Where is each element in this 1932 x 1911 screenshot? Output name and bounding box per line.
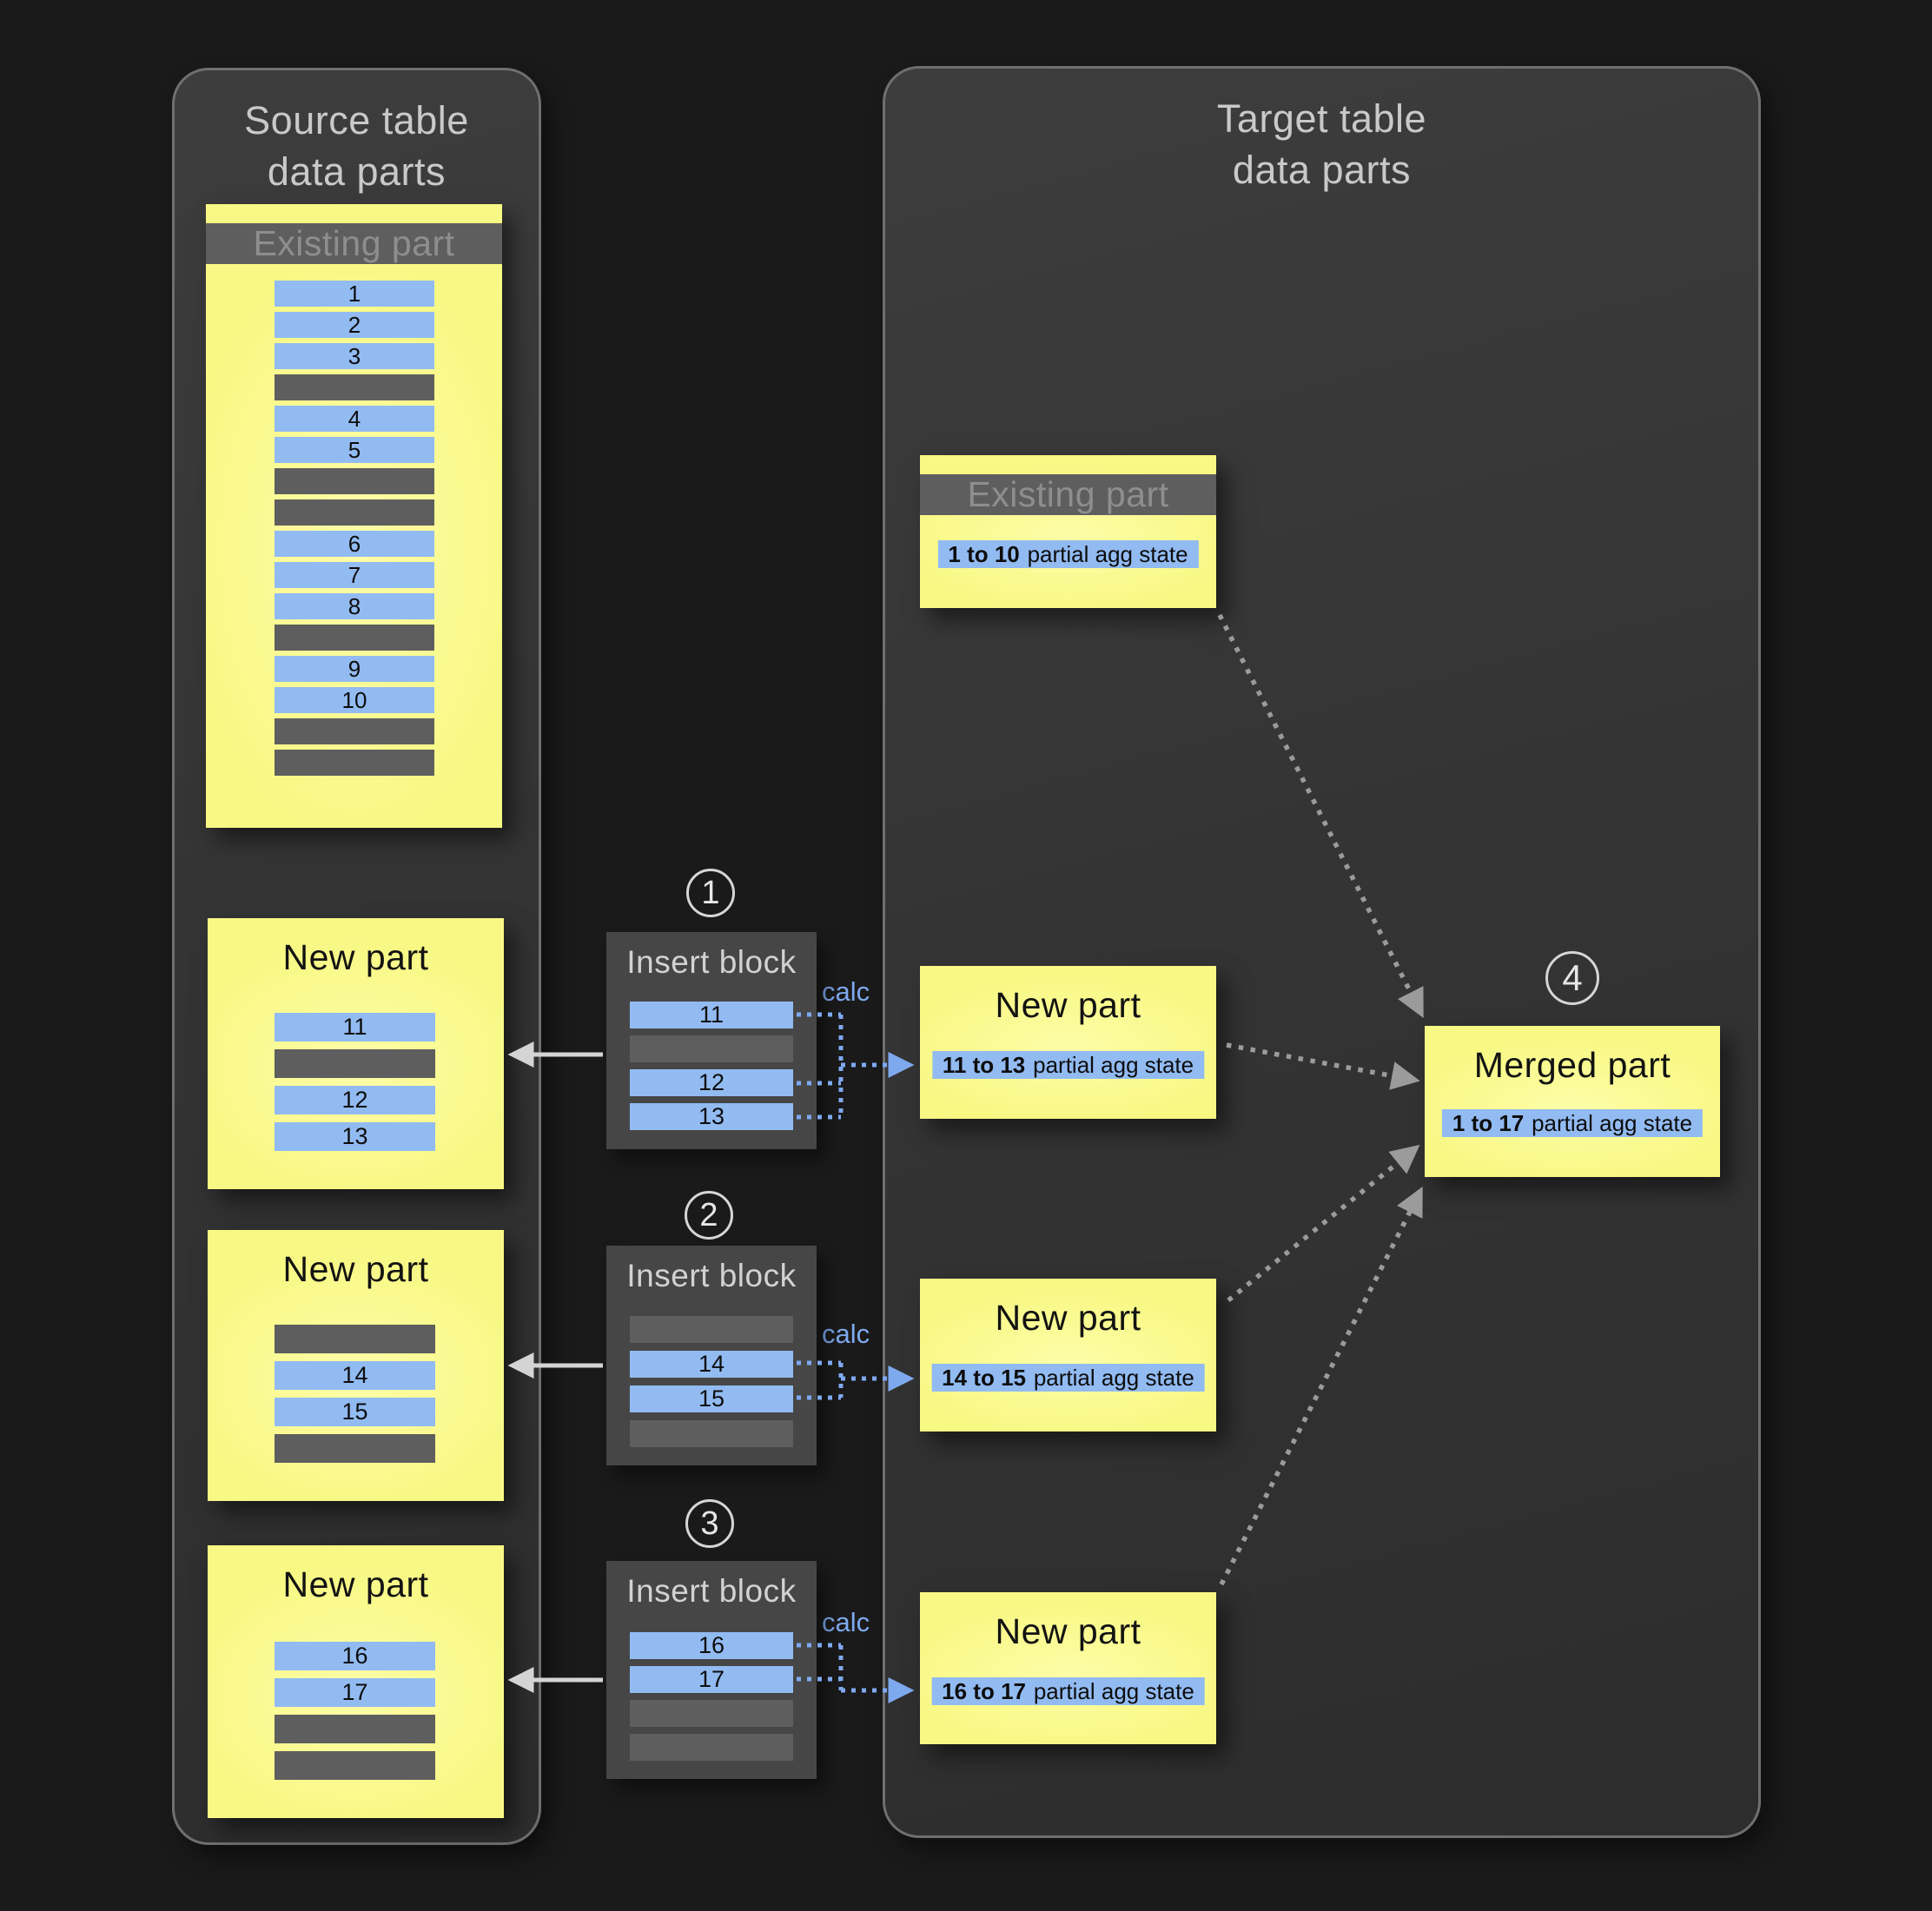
agg-range: 11 to 13 — [942, 1051, 1026, 1078]
insert-block-title: Insert block — [626, 1573, 797, 1609]
calc-label: calc — [822, 976, 870, 1007]
data-row: 12 — [275, 1086, 435, 1114]
agg-range: 1 to 17 — [1452, 1109, 1525, 1136]
empty-row — [630, 1316, 793, 1343]
step-1-badge: 1 — [686, 869, 735, 917]
insert-block-3: Insert block 16 17 — [606, 1561, 817, 1779]
insert-block-title: Insert block — [626, 1258, 797, 1293]
empty-row — [275, 718, 434, 744]
data-row: 2 — [275, 312, 434, 338]
source-panel-title: Source table data parts — [175, 95, 539, 198]
data-row: 15 — [630, 1385, 793, 1412]
part-title: Existing part — [206, 223, 502, 264]
agg-suffix: partial agg state — [1027, 540, 1188, 567]
data-row: 13 — [275, 1122, 435, 1151]
data-row: 13 — [630, 1103, 793, 1130]
empty-row — [275, 1715, 435, 1743]
data-row: 10 — [275, 687, 434, 713]
data-row: 11 — [275, 1013, 435, 1041]
empty-row — [275, 499, 434, 526]
part-title: New part — [282, 1249, 429, 1289]
source-existing-part: Existing part 1 2 3 4 5 6 7 8 9 10 — [206, 204, 502, 828]
source-new-part-2: New part 14 15 — [208, 1230, 504, 1501]
agg-suffix: partial agg state — [1033, 1364, 1194, 1391]
empty-row — [630, 1734, 793, 1761]
data-row: 7 — [275, 562, 434, 588]
data-row: 16 — [630, 1632, 793, 1659]
empty-row — [275, 1751, 435, 1780]
empty-row — [630, 1420, 793, 1447]
agg-suffix: partial agg state — [1033, 1051, 1194, 1078]
insert-block-title: Insert block — [626, 944, 797, 980]
target-panel-title-line1: Target table — [1216, 96, 1427, 141]
target-panel-title: Target table data parts — [885, 93, 1758, 196]
part-title: New part — [995, 1611, 1141, 1651]
empty-row — [275, 468, 434, 494]
part-title: New part — [282, 937, 429, 977]
agg-range: 1 to 10 — [948, 540, 1020, 567]
agg-suffix: partial agg state — [1532, 1109, 1693, 1136]
empty-row — [630, 1035, 793, 1062]
target-existing-part: Existing part 1 to 10 partial agg state — [920, 455, 1216, 608]
data-row: 14 — [630, 1351, 793, 1378]
part-title: New part — [282, 1564, 429, 1604]
data-row: 1 — [275, 281, 434, 307]
source-panel-title-line2: data parts — [267, 149, 447, 195]
data-row: 3 — [275, 343, 434, 369]
data-row: 8 — [275, 593, 434, 619]
empty-row — [630, 1700, 793, 1727]
agg-range: 16 to 17 — [942, 1677, 1026, 1704]
data-row: 4 — [275, 406, 434, 432]
part-title: Merged part — [1473, 1045, 1671, 1085]
insert-block-1: Insert block 11 12 13 — [606, 932, 817, 1149]
target-new-part-2: New part 14 to 15 partial agg state — [920, 1279, 1216, 1432]
agg-state-badge: 16 to 17 partial agg state — [931, 1677, 1205, 1705]
agg-range: 14 to 15 — [942, 1364, 1026, 1391]
data-row: 16 — [275, 1642, 435, 1670]
empty-row — [275, 374, 434, 400]
agg-state-badge: 1 to 10 partial agg state — [937, 540, 1199, 568]
part-title: Existing part — [920, 474, 1216, 515]
data-row: 9 — [275, 656, 434, 682]
empty-row — [275, 625, 434, 651]
data-row: 17 — [630, 1666, 793, 1693]
step-2-badge: 2 — [685, 1191, 733, 1240]
calc-label: calc — [822, 1607, 870, 1637]
calc-label: calc — [822, 1319, 870, 1349]
agg-state-badge: 1 to 17 partial agg state — [1441, 1109, 1704, 1137]
empty-row — [275, 750, 434, 776]
source-panel-title-line1: Source table — [244, 98, 469, 142]
data-row: 11 — [630, 1002, 793, 1028]
agg-state-badge: 11 to 13 partial agg state — [931, 1051, 1205, 1079]
data-row: 17 — [275, 1678, 435, 1707]
target-new-part-1: New part 11 to 13 partial agg state — [920, 966, 1216, 1119]
data-row: 15 — [275, 1398, 435, 1426]
agg-state-badge: 14 to 15 partial agg state — [931, 1364, 1205, 1392]
source-new-part-3: New part 16 17 — [208, 1545, 504, 1818]
source-new-part-1: New part 11 12 13 — [208, 918, 504, 1189]
data-row: 5 — [275, 437, 434, 463]
step-3-badge: 3 — [685, 1499, 734, 1548]
target-panel-title-line2: data parts — [1232, 148, 1412, 193]
data-row: 12 — [630, 1069, 793, 1096]
empty-row — [275, 1434, 435, 1463]
step-4-badge: 4 — [1545, 951, 1599, 1005]
empty-row — [275, 1049, 435, 1078]
empty-row — [275, 1325, 435, 1353]
part-title: New part — [995, 1298, 1141, 1338]
part-title: New part — [995, 985, 1141, 1025]
target-new-part-3: New part 16 to 17 partial agg state — [920, 1592, 1216, 1744]
data-row: 14 — [275, 1361, 435, 1390]
merged-part: Merged part 1 to 17 partial agg state — [1425, 1026, 1720, 1177]
agg-suffix: partial agg state — [1033, 1677, 1194, 1704]
data-row: 6 — [275, 531, 434, 557]
insert-block-2: Insert block 14 15 — [606, 1246, 817, 1465]
target-table-panel: Target table data parts — [883, 66, 1761, 1838]
